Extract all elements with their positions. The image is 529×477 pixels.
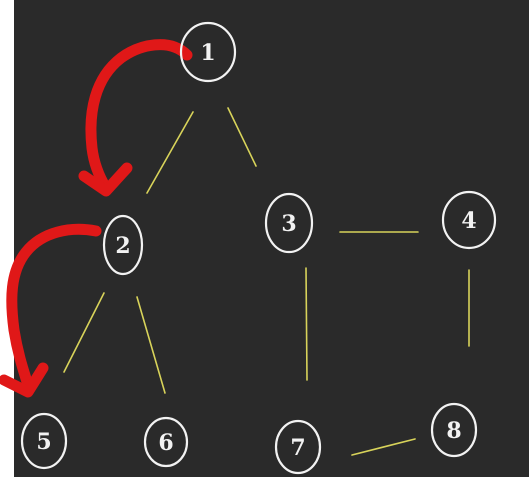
node-8: 8	[430, 402, 478, 458]
node-label: 7	[290, 435, 305, 461]
node-6: 6	[143, 416, 189, 468]
arrow-body	[85, 39, 193, 194]
node-label: 8	[446, 418, 461, 444]
edge-2-6	[136, 296, 166, 394]
node-label: 6	[158, 430, 173, 456]
traversal-arrow-layer	[0, 39, 193, 398]
node-label: 1	[200, 40, 215, 66]
edge-7-8	[351, 438, 416, 456]
node-5: 5	[20, 412, 68, 470]
traversal-arrow-2-5	[0, 223, 102, 398]
edge-1-2	[146, 111, 194, 194]
node-circle	[102, 214, 144, 276]
arrow-head	[0, 362, 49, 398]
node-circle	[20, 412, 68, 470]
node-layer: 1 2 3 4 5 6 7 8	[20, 21, 497, 475]
node-7: 7	[274, 419, 322, 475]
traversal-arrow-1-2	[78, 39, 193, 197]
arrow-body	[6, 223, 102, 391]
node-circle	[274, 419, 322, 475]
node-circle	[441, 190, 497, 250]
edge-3-7	[305, 267, 308, 381]
arrow-head	[78, 162, 133, 197]
node-circle	[143, 416, 189, 468]
node-label: 4	[461, 208, 476, 234]
node-label: 3	[281, 211, 296, 237]
node-3: 3	[264, 192, 314, 254]
edge-layer	[63, 107, 470, 456]
node-label: 5	[36, 429, 51, 455]
edge-2-5	[63, 292, 105, 373]
node-4: 4	[441, 190, 497, 250]
node-circle	[264, 192, 314, 254]
node-2: 2	[102, 214, 144, 276]
node-label: 2	[115, 233, 130, 259]
node-1: 1	[179, 21, 237, 83]
node-circle	[179, 21, 237, 83]
edge-1-3	[227, 107, 257, 167]
node-circle	[430, 402, 478, 458]
